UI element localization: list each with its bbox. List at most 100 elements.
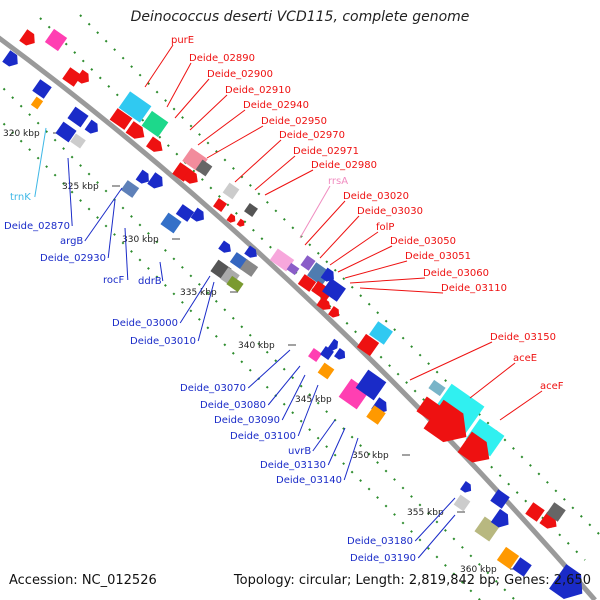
gene-label-left: rocF [103, 275, 125, 286]
leader-line [499, 390, 543, 421]
gene-feature [109, 108, 133, 130]
gene-feature [70, 133, 86, 149]
map-title: Deinococcus deserti VCD115, complete gen… [130, 9, 470, 25]
gene-label-right: Deide_03150 [490, 332, 556, 343]
gene-label-left: Deide_03100 [230, 431, 296, 442]
gene-feature [355, 369, 387, 401]
gene-feature [356, 333, 380, 357]
gene-feature [300, 255, 316, 271]
gene-label-right: Deide_02970 [279, 130, 345, 141]
leader-line [414, 497, 456, 542]
gene-arrow [147, 172, 163, 189]
gene-label-right: Deide_02980 [311, 160, 377, 171]
gene-label-left: Deide_03140 [276, 475, 342, 486]
scale-tick-label: 325 kbp [62, 182, 99, 192]
accession-text: Accession: NC_012526 [9, 573, 157, 588]
gene-arrow [490, 508, 509, 528]
leader-line [312, 419, 336, 452]
gene-label-right: Deide_03020 [343, 191, 409, 202]
gene-arrow [327, 338, 339, 352]
leader-line [329, 231, 379, 266]
gene-feature [239, 259, 259, 277]
leader-line [319, 215, 360, 259]
gene-arrow [320, 267, 334, 282]
gene-feature [55, 121, 77, 143]
scale-tick-label: 355 kbp [407, 508, 444, 518]
gene-arrow [182, 169, 198, 184]
scale-tick-label: 335 kbp [180, 288, 217, 298]
gene-label-right: Deide_02940 [243, 100, 309, 111]
scale-tick-label: 340 kbp [238, 341, 275, 351]
gene-label-left: ddrB [138, 276, 162, 287]
gene-label-left: trnK [10, 192, 31, 203]
leader-line [124, 227, 129, 281]
leader-line [166, 62, 192, 108]
gene-label-left: Deide_03180 [347, 536, 413, 547]
leader-line [409, 341, 493, 381]
gene-arrow [328, 306, 340, 318]
gene-label-right: Deide_03030 [357, 206, 423, 217]
gene-feature [431, 383, 485, 436]
gene-feature [120, 180, 140, 198]
leader-line [327, 427, 346, 466]
leader-line [299, 185, 331, 239]
gene-label-right: Deide_02950 [261, 116, 327, 127]
leader-line [247, 349, 291, 389]
gene-feature [322, 278, 346, 302]
leader-line [254, 155, 296, 191]
leader-line [159, 261, 164, 282]
leader-line [343, 437, 359, 481]
gene-arrow [146, 136, 163, 152]
gene-label-left: Deide_02870 [4, 221, 70, 232]
leader-line [174, 78, 210, 119]
gene-arrow [226, 213, 236, 223]
gene-feature [222, 182, 240, 200]
gene-feature [512, 557, 532, 577]
gene-arrow [549, 564, 583, 600]
gene-feature [490, 489, 510, 509]
leader-line [179, 275, 211, 324]
gene-arrow [316, 296, 331, 310]
leader-line [304, 200, 346, 246]
leader-line [197, 109, 246, 146]
scale-tick-label: 360 kbp [460, 565, 497, 575]
gene-feature [118, 91, 152, 123]
gene-feature [453, 494, 471, 512]
leader-line [349, 277, 426, 284]
gene-arrow [125, 121, 145, 139]
leader-line [417, 514, 456, 559]
gene-feature [32, 79, 52, 99]
gene-feature [308, 348, 322, 362]
leader-lines [34, 44, 543, 559]
gene-feature [297, 274, 317, 292]
gene-feature [428, 379, 446, 397]
gene-feature [141, 110, 169, 138]
gene-label-right: Deide_02890 [189, 53, 255, 64]
gene-label-left: Deide_03010 [130, 336, 196, 347]
gene-feature [160, 212, 182, 234]
gene-label-left: uvrB [288, 446, 311, 457]
gene-feature [44, 28, 68, 52]
leader-line [234, 139, 282, 183]
gene-arrow [334, 348, 346, 360]
gene-label-right: folP [376, 222, 394, 233]
gene-feature [62, 67, 82, 87]
gene-feature [67, 106, 89, 128]
gene-label-left: Deide_03000 [112, 318, 178, 329]
gene-label-right: Deide_02900 [207, 69, 273, 80]
gene-feature [366, 405, 386, 425]
leader-line [197, 281, 215, 342]
gene-feature [546, 502, 566, 522]
genome-summary: Topology: circular; Length: 2,819,842 bp… [233, 573, 591, 588]
gene-arrow [19, 29, 35, 46]
gene-label-left: Deide_03130 [260, 460, 326, 471]
gene-feature [369, 321, 393, 345]
gene-feature [465, 418, 505, 457]
gene-label-left: Deide_03190 [350, 553, 416, 564]
gene-feature [244, 203, 258, 217]
gene-feature [311, 280, 333, 302]
gene-arrow [190, 207, 204, 222]
